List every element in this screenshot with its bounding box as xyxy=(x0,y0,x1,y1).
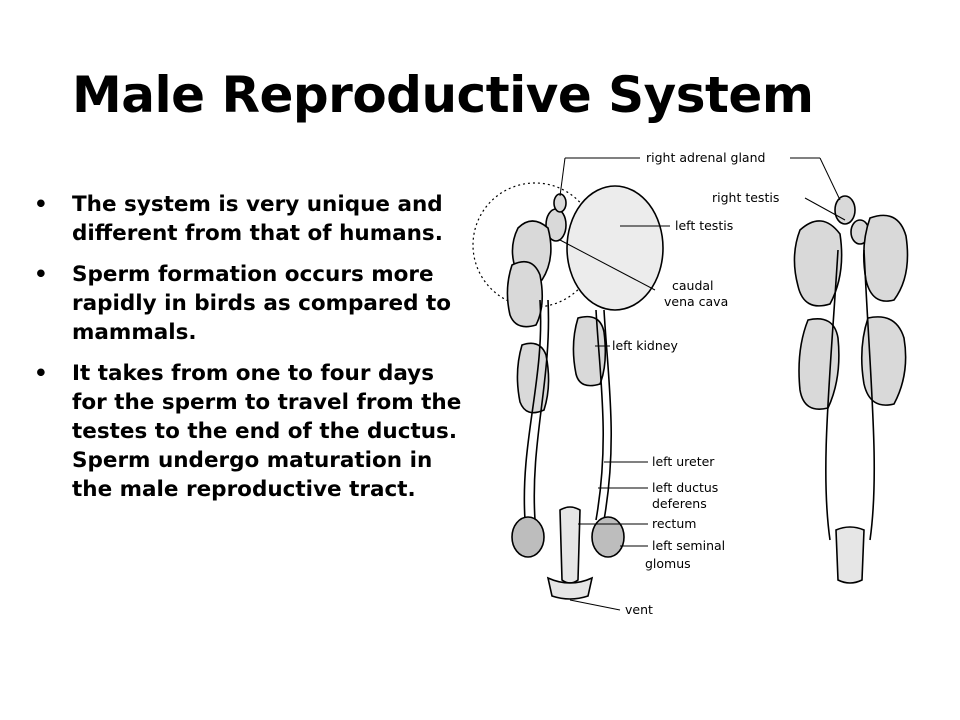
bullet-list: • The system is very unique and differen… xyxy=(34,190,464,516)
label-left-ductus: left ductus xyxy=(652,480,718,495)
pointer-vent xyxy=(569,599,621,611)
pointer-adrenal-right-2 xyxy=(819,157,841,201)
pointer-right-testis xyxy=(804,197,846,221)
label-vena-cava: vena cava xyxy=(664,294,728,309)
pointer-adrenal-2 xyxy=(559,157,566,197)
right-diagram-kidney-4 xyxy=(860,316,907,406)
right-ureter-line xyxy=(533,299,550,521)
adrenal-shape xyxy=(553,193,567,213)
reproductive-system-diagram: right adrenal gland right testis left te… xyxy=(472,150,909,617)
label-right-testis: right testis xyxy=(712,190,779,205)
left-glomus xyxy=(591,516,625,558)
label-rectum: rectum xyxy=(652,516,696,531)
left-ductus-line xyxy=(595,309,604,521)
label-deferens: deferens xyxy=(652,496,707,511)
right-ductus-line xyxy=(523,299,542,521)
bullet-icon: • xyxy=(34,262,48,287)
right-diagram-kidney-1 xyxy=(793,220,843,307)
right-diagram-cloaca xyxy=(835,526,865,584)
bullet-item: • Sperm formation occurs more rapidly in… xyxy=(34,260,464,347)
bullet-item: • The system is very unique and differen… xyxy=(34,190,464,248)
label-caudal: caudal xyxy=(672,278,714,293)
right-kidney-upper xyxy=(506,260,544,328)
label-left-kidney: left kidney xyxy=(612,338,678,353)
label-right-adrenal-gland: right adrenal gland xyxy=(646,150,765,165)
right-diagram-duct-1 xyxy=(825,249,839,541)
vent-shape xyxy=(546,576,594,600)
rectum-shape xyxy=(559,506,581,584)
slide-title: Male Reproductive System xyxy=(72,66,814,124)
left-ureter-line xyxy=(603,309,612,521)
bullet-icon: • xyxy=(34,361,48,386)
pointer-vena-cava xyxy=(559,239,656,291)
label-vent: vent xyxy=(625,602,653,617)
right-diagram-kidney-2 xyxy=(862,214,909,302)
right-diagram-duct-2 xyxy=(863,249,876,541)
label-left-seminal: left seminal xyxy=(652,538,725,553)
bullet-icon: • xyxy=(34,192,48,217)
left-testis-shape xyxy=(566,185,664,311)
label-left-testis: left testis xyxy=(675,218,733,233)
label-left-ureter: left ureter xyxy=(652,454,715,469)
right-glomus xyxy=(511,516,545,558)
bullet-text: The system is very unique and different … xyxy=(72,192,443,246)
right-kidney-lower xyxy=(516,342,550,414)
bullet-item: • It takes from one to four days for the… xyxy=(34,359,464,504)
bullet-text: Sperm formation occurs more rapidly in b… xyxy=(72,262,452,345)
label-glomus: glomus xyxy=(645,556,691,571)
bullet-text: It takes from one to four days for the s… xyxy=(72,361,462,502)
